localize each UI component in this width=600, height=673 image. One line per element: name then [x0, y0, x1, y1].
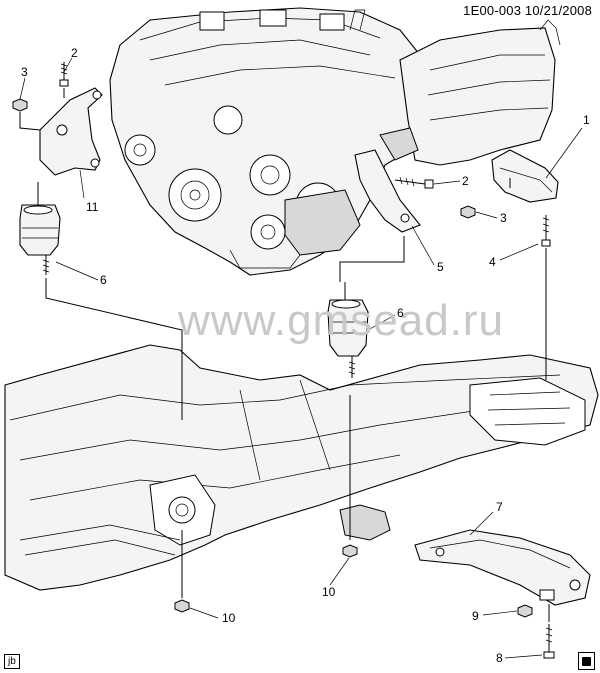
transmission-support	[414, 529, 591, 606]
callout-10-center: 10	[322, 585, 336, 599]
callout-11: 11	[86, 200, 99, 214]
alignment-lines	[19, 88, 550, 622]
callout-9: 9	[472, 609, 479, 623]
callout-2-right: 2	[462, 174, 469, 188]
callout-5: 5	[437, 260, 444, 274]
nut-10-left	[174, 599, 190, 613]
bolt-right	[394, 176, 434, 189]
callout-6-center: 6	[397, 306, 404, 320]
bolt-top-left	[59, 62, 69, 87]
nut-9	[517, 604, 533, 618]
nut-10-center	[342, 544, 358, 558]
bolt-8	[543, 624, 555, 659]
callout-3-top: 3	[21, 65, 28, 79]
right-engine-bracket	[354, 149, 421, 233]
callout-2-top: 2	[71, 46, 78, 60]
callout-3-right: 3	[500, 211, 507, 225]
center-engine-mount	[327, 282, 369, 378]
callout-7: 7	[496, 500, 503, 514]
transmission-mount-upper	[491, 149, 559, 203]
left-engine-bracket	[39, 87, 103, 176]
book-icon	[578, 652, 595, 670]
nut-right	[460, 205, 476, 219]
callout-10-left: 10	[222, 611, 236, 625]
left-engine-mount	[19, 182, 61, 275]
engine-assembly	[109, 7, 431, 276]
callout-8: 8	[496, 651, 503, 665]
leader-lines	[19, 57, 583, 659]
bolt-4	[541, 215, 551, 247]
front-cradle-frame	[4, 344, 599, 591]
watermark: www.gmsead.ru	[178, 296, 505, 345]
callout-1: 1	[583, 113, 590, 127]
nut-top-left	[12, 98, 28, 112]
footer-tag: jb	[4, 654, 20, 669]
callout-4: 4	[489, 255, 496, 269]
callout-6-left: 6	[100, 273, 107, 287]
diagram-code-date: 1E00-003 10/21/2008	[463, 3, 592, 18]
transmission-assembly	[379, 19, 561, 166]
